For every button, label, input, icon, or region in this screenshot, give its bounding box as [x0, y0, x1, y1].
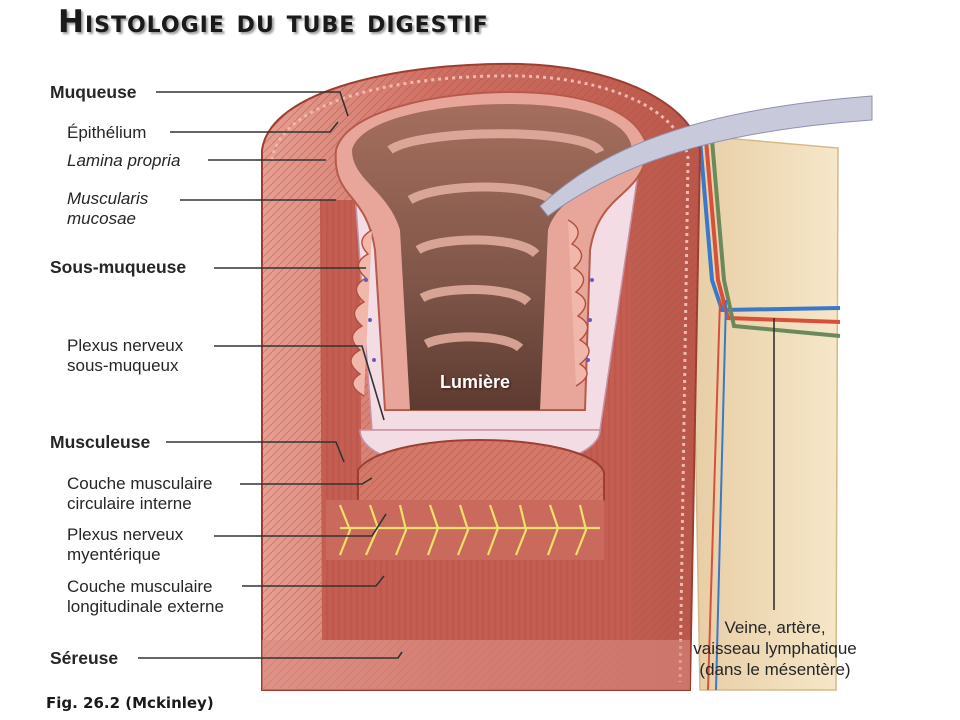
myenteric-layer — [326, 500, 604, 560]
mesenteric-vessel-curve — [539, 95, 873, 217]
label-muscularis-mucosae: Muscularis mucosae — [67, 189, 149, 228]
lumen — [352, 104, 632, 410]
label-epithelium: Épithélium — [67, 123, 147, 142]
mesentery-vessels — [698, 139, 841, 691]
label-plexus-sous-muqueux: Plexus nerveux sous-muqueux — [67, 336, 184, 375]
label-vaisseaux: Veine, artère, vaisseau lymphatique (dan… — [693, 618, 857, 679]
label-sereuse: Séreuse — [50, 648, 119, 668]
mucosal-folds — [387, 129, 605, 352]
label-muqueuse: Muqueuse — [50, 82, 137, 102]
label-plexus-myenterique: Plexus nerveux myentérique — [67, 525, 184, 564]
figure-caption: Fig. 26.2 (Mckinley) — [46, 694, 214, 712]
label-lumiere: Lumière — [440, 372, 511, 392]
villi — [350, 219, 590, 397]
label-sous-muqueuse: Sous-muqueuse — [50, 257, 187, 277]
mesentery — [689, 134, 839, 691]
label-couche-longitudinale: Couche musculaire longitudinale externe — [67, 577, 224, 616]
label-musculeuse: Musculeuse — [50, 432, 151, 452]
label-couche-circulaire: Couche musculaire circulaire interne — [67, 474, 213, 513]
serosa-edge — [270, 74, 690, 683]
submucosal-plexus — [364, 278, 594, 362]
leader-lines — [138, 91, 775, 659]
label-lamina-propria: Lamina propria — [67, 151, 181, 170]
page-title: Histologie du tube digestif — [58, 4, 489, 40]
serosa-bottom — [262, 640, 690, 690]
